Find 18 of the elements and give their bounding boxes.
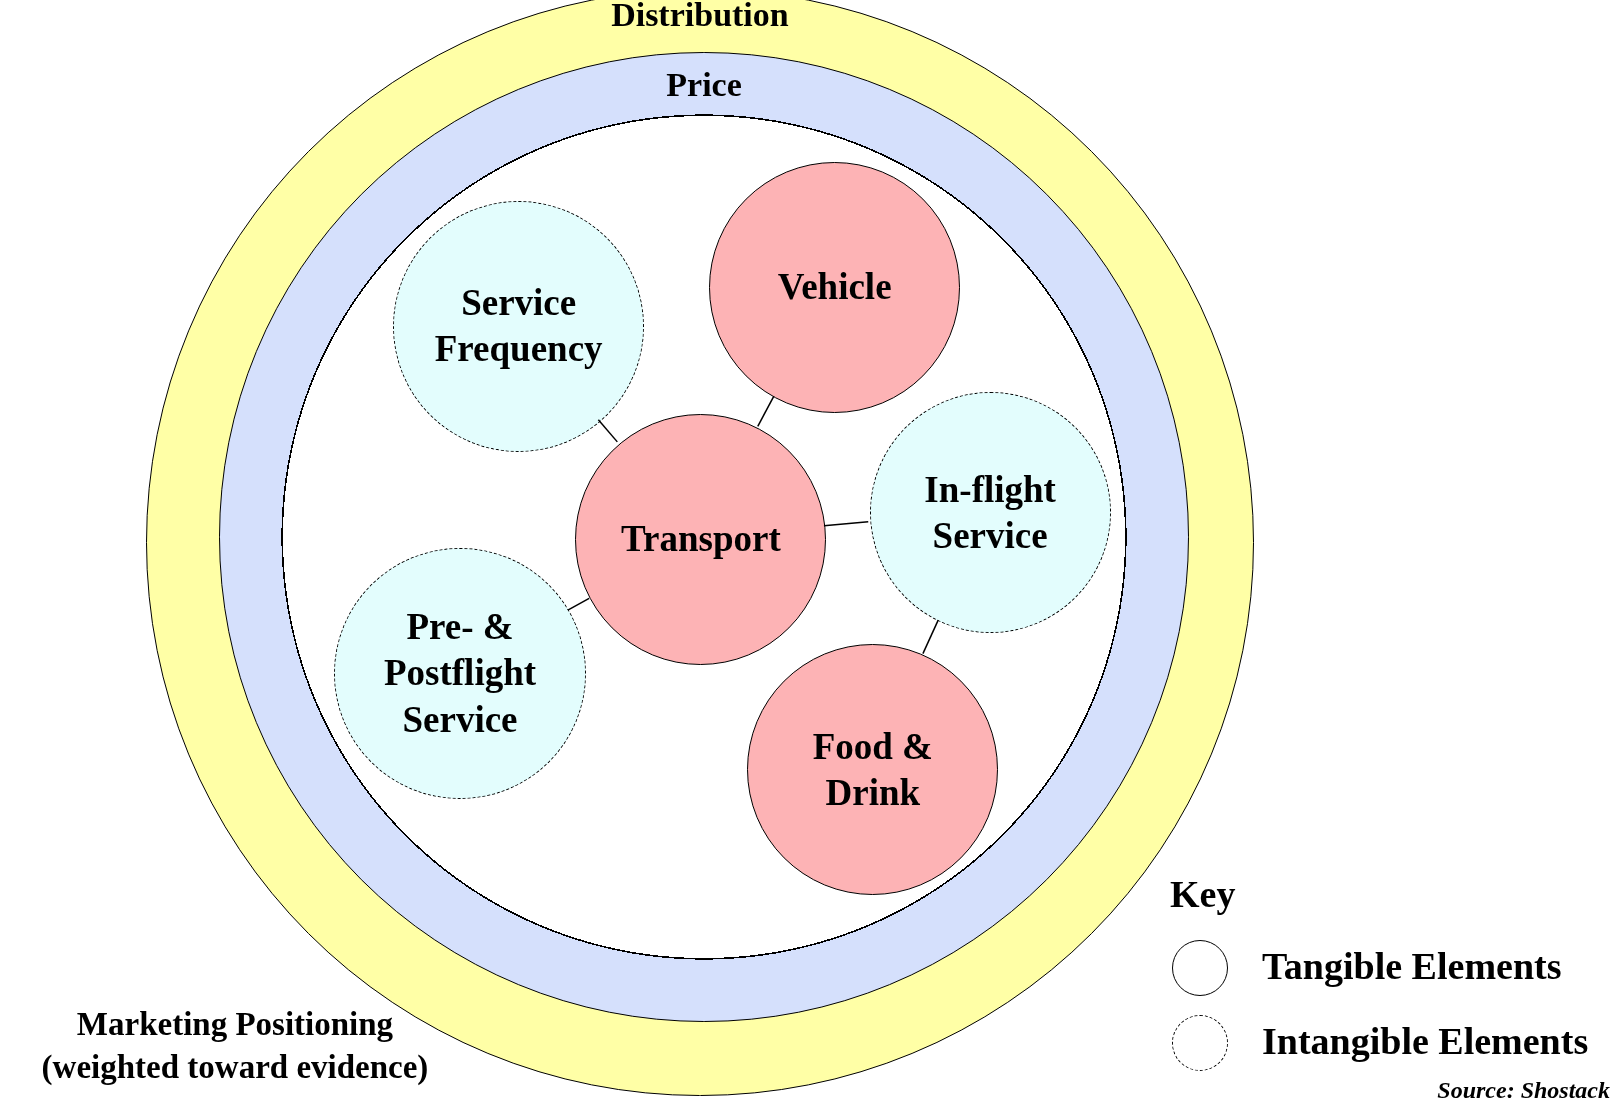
connector-line [567, 597, 590, 611]
element-name: Pre- & Postflight Service [382, 604, 538, 742]
connector-line [823, 520, 869, 527]
source-note: Source: Shostack [1436, 1076, 1610, 1105]
note-text: Marketing Positioning (weighted toward evidence) [40, 1005, 430, 1087]
legend-heading: Key [1170, 872, 1237, 917]
connector-line [597, 418, 619, 443]
ring-title: Price [666, 65, 742, 104]
element-name: Vehicle [776, 265, 893, 309]
element-name: In-flight Service [923, 467, 1057, 558]
connector-line [922, 619, 939, 655]
element-name: Transport [620, 517, 782, 562]
element-name: Service Frequency [433, 281, 604, 372]
ring-title: Distribution [611, 0, 789, 34]
legend-text: Intangible Elements [1262, 1019, 1590, 1064]
connector-line [757, 395, 775, 428]
element-name: Food & Drink [811, 724, 934, 815]
legend-text: Tangible Elements [1262, 944, 1563, 989]
